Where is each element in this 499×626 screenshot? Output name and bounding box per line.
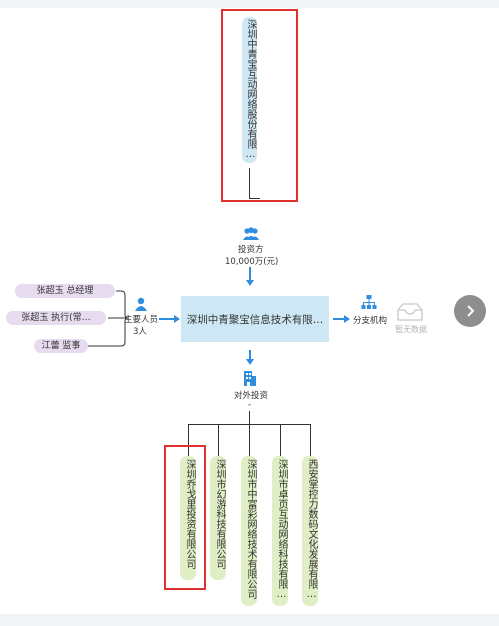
next-button[interactable] (454, 295, 486, 327)
outbound-company-1[interactable]: 深圳乔戈里投资有限公司 (180, 456, 196, 580)
personnel-bracket (88, 290, 128, 347)
investors-arrow-shaft (249, 267, 251, 281)
outbound-drop-5 (310, 424, 311, 456)
branch-label: 分支机构 (353, 316, 388, 326)
highlight-box-investor (221, 9, 298, 202)
investor-company-name: 深圳中青宝互动网络股份有限… (245, 19, 256, 160)
highlight-box-outbound (164, 445, 206, 590)
outbound-label: 对外投资 (234, 391, 269, 401)
people-icon (242, 226, 260, 240)
key-personnel-count: 3人 (133, 327, 147, 337)
outbound-company-2[interactable]: 深圳市幻游科技有限公司 (210, 456, 226, 580)
branch-arrow-head (344, 315, 350, 323)
branch-arrow-shaft (333, 318, 345, 320)
outbound-company-4[interactable]: 深圳市卓页互动网络科技有限… (272, 456, 288, 606)
outbound-drop-2 (218, 424, 219, 456)
outbound-company-5[interactable]: 西安掌控力数码文化发展有限… (302, 456, 318, 606)
investors-label: 投资方 (238, 245, 264, 255)
central-company-node[interactable]: 深圳中青聚宝信息技术有限… (181, 296, 329, 342)
key-personnel-label: 主要人员 (124, 315, 159, 325)
branch-empty-text: 暂无数据 (395, 325, 427, 334)
investors-arrow-head (246, 280, 254, 286)
outbound-arrow-head (246, 359, 254, 365)
investor-company-node[interactable]: 深圳中青宝互动网络股份有限… (242, 17, 257, 163)
investors-amount: 10,000万(元) (225, 257, 279, 267)
personnel-arrow-head (174, 315, 180, 323)
central-company-name: 深圳中青聚宝信息技术有限… (186, 313, 324, 326)
inbox-empty-icon (396, 302, 424, 322)
outbound-arrow-shaft (249, 350, 251, 360)
building-icon (243, 370, 257, 386)
person-pill-3[interactable]: 江蕾 监事 (34, 339, 88, 353)
person-pill-1[interactable]: 张超玉 总经理 (15, 284, 115, 298)
outbound-drop-1 (188, 424, 189, 456)
personnel-arrow-shaft (159, 318, 175, 320)
person-icon (134, 296, 148, 311)
chevron-right-icon (467, 305, 475, 317)
investor-connector-h (249, 198, 260, 199)
outbound-drop-4 (280, 424, 281, 456)
outbound-tree-trunk (249, 411, 250, 425)
outbound-sublabel: - (248, 400, 252, 410)
outbound-company-3[interactable]: 深圳市中富彩网络技术有限公司 (241, 456, 257, 606)
person-pill-2[interactable]: 张超玉 执行(常… (6, 311, 106, 325)
outbound-drop-3 (249, 424, 250, 456)
org-icon (361, 294, 377, 310)
investor-connector-v (249, 168, 250, 199)
